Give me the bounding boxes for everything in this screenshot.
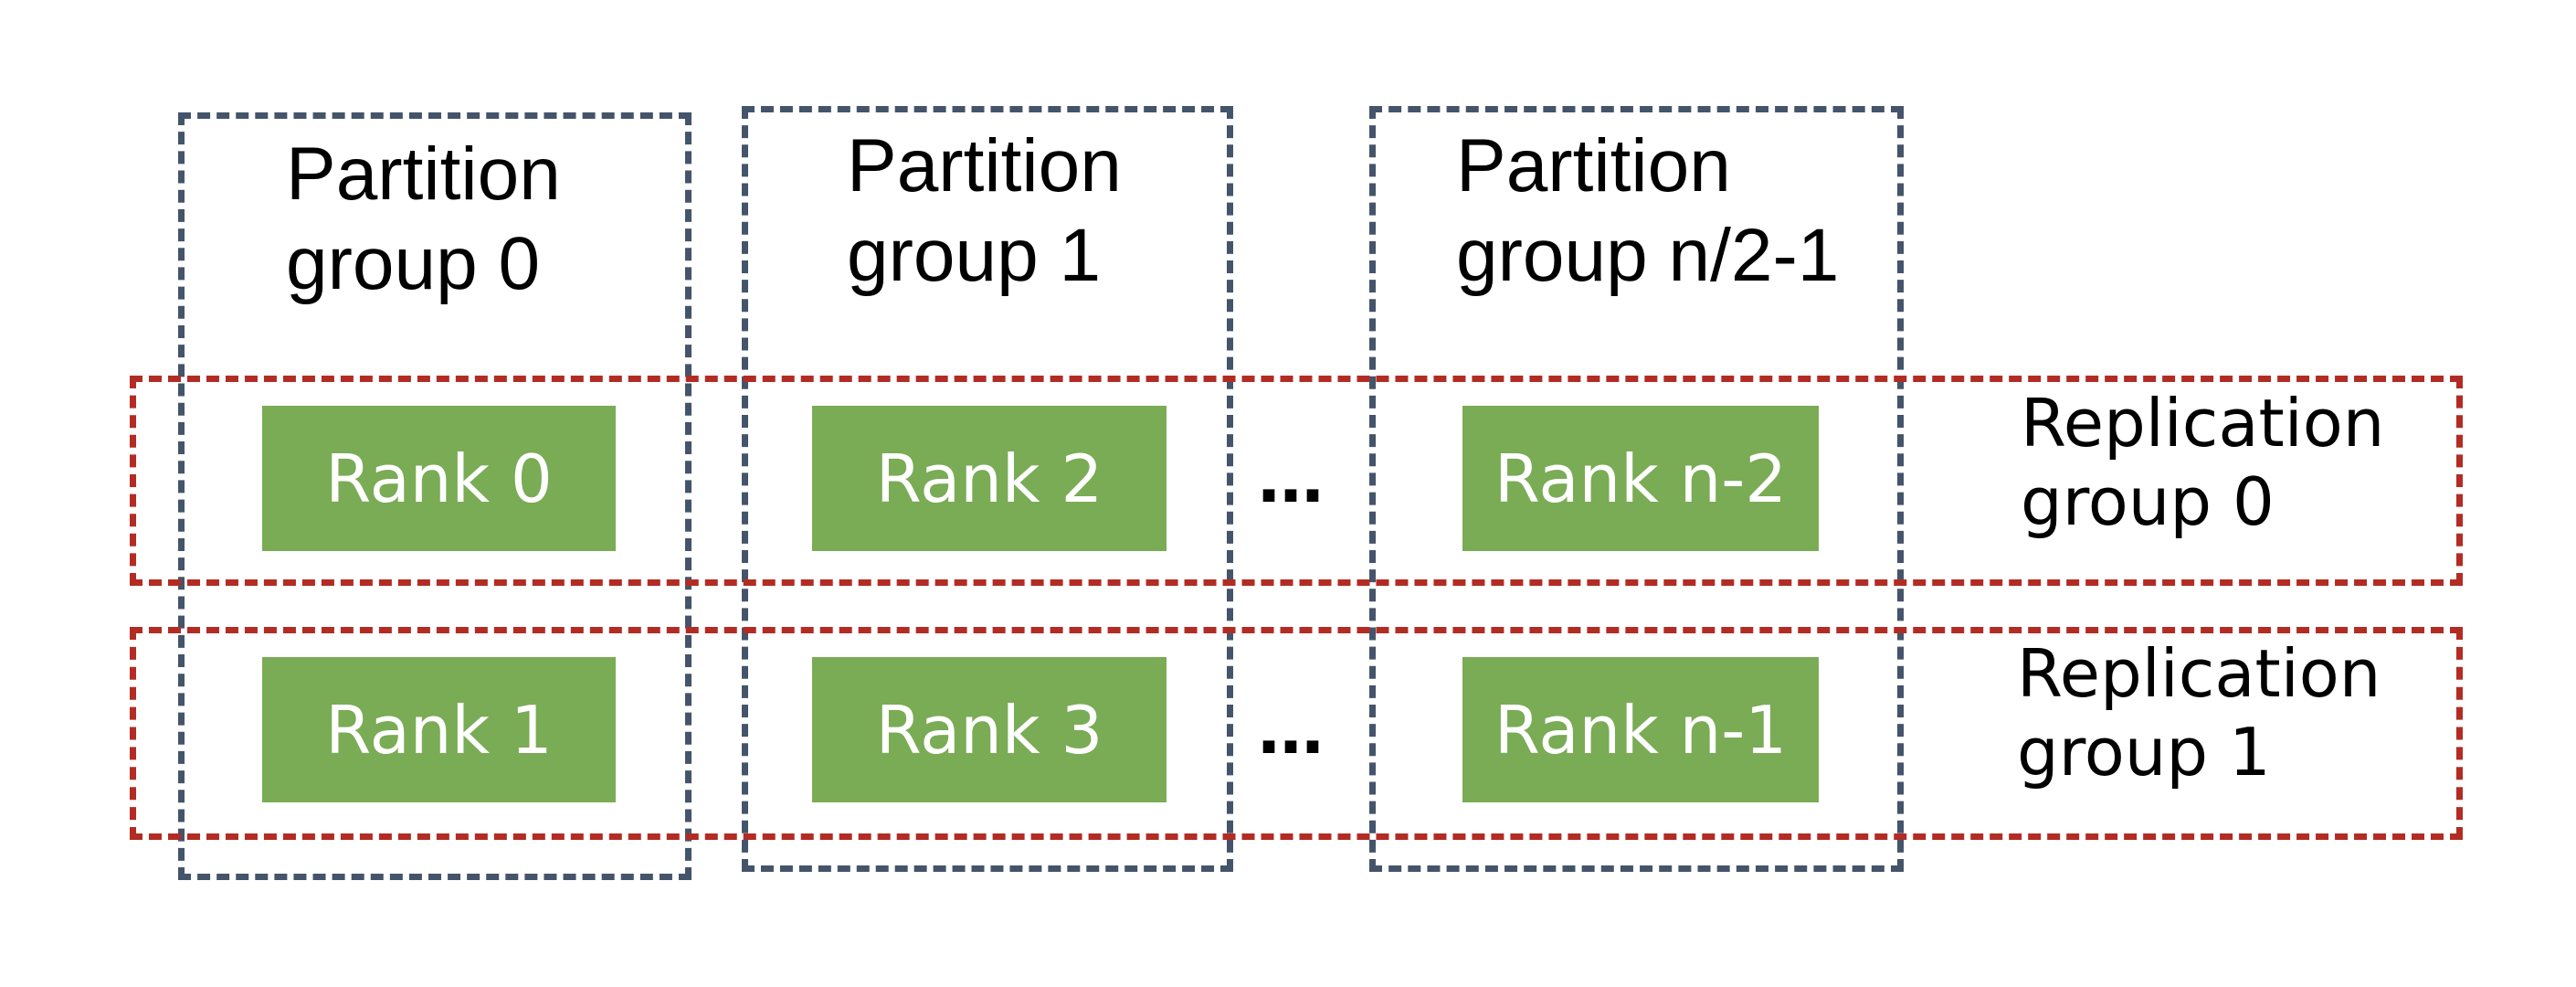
rank-box-1: Rank 1: [262, 657, 616, 802]
replication-group-1-label-line2: group 1: [2017, 714, 2271, 791]
rank-box-n-2: Rank n-2: [1462, 406, 1819, 551]
ellipsis-row-1: …: [1258, 692, 1324, 769]
replication-group-0-label: Replication group 0: [2021, 384, 2384, 542]
partition-group-1-label-line2: group 1: [847, 214, 1102, 298]
replication-group-0-label-line1: Replication: [2021, 385, 2385, 462]
partition-group-1-label-line1: Partition: [847, 124, 1122, 207]
rank-box-2: Rank 2: [812, 406, 1167, 551]
partition-group-1-box: [742, 106, 1233, 872]
partition-group-0-label-line1: Partition: [286, 133, 561, 216]
partition-group-1-label: Partition group 1: [847, 122, 1122, 302]
ellipsis-row-0: …: [1258, 440, 1324, 517]
partition-group-last-label-line1: Partition: [1456, 124, 1731, 207]
partition-group-last-label-line2: group n/2-1: [1456, 214, 1840, 298]
partition-group-last-label: Partition group n/2-1: [1456, 122, 1839, 302]
partition-group-0-box: [178, 112, 692, 880]
replication-group-0-label-line2: group 0: [2021, 463, 2275, 541]
partition-group-last-box: [1369, 106, 1904, 872]
partition-group-0-label: Partition group 0: [286, 130, 561, 310]
rank-box-n-1: Rank n-1: [1462, 657, 1819, 802]
replication-group-0-box: [130, 376, 2463, 586]
replication-group-1-label: Replication group 1: [2017, 634, 2381, 792]
rank-box-3: Rank 3: [812, 657, 1167, 802]
replication-group-1-label-line1: Replication: [2017, 635, 2381, 712]
partition-group-0-label-line2: group 0: [286, 222, 541, 306]
replication-group-1-box: [130, 627, 2463, 840]
rank-box-0: Rank 0: [262, 406, 616, 551]
